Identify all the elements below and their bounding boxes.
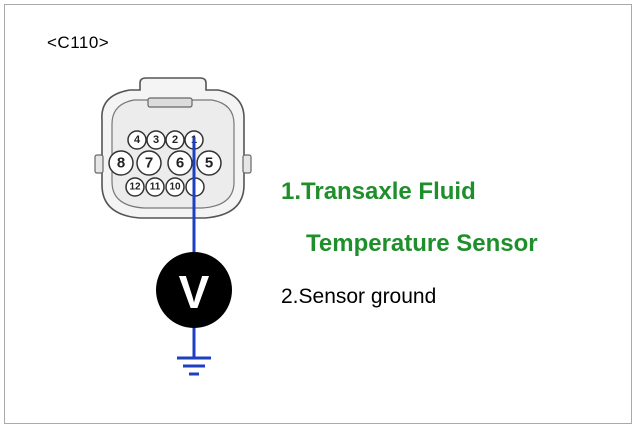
svg-text:12: 12 — [129, 182, 141, 193]
pin-row-bottom: 12 11 10 — [125, 177, 205, 197]
pin-3: 3 — [146, 130, 166, 150]
legend-item-1-line-1: 1.Transaxle Fluid — [281, 178, 476, 205]
pin-7: 7 — [136, 150, 162, 176]
pin-4: 4 — [127, 130, 147, 150]
connector-label: <C110> — [47, 33, 110, 52]
pin-6: 6 — [167, 150, 193, 176]
svg-text:V: V — [179, 266, 210, 318]
svg-text:8: 8 — [117, 155, 125, 172]
pin-8: 8 — [108, 150, 134, 176]
pin-10: 10 — [165, 177, 185, 197]
pin-11: 11 — [145, 177, 165, 197]
svg-text:11: 11 — [150, 182, 161, 193]
legend-item-2: 2.Sensor ground — [281, 285, 437, 308]
svg-text:4: 4 — [134, 134, 141, 146]
svg-text:6: 6 — [176, 155, 184, 172]
svg-text:5: 5 — [205, 155, 213, 172]
legend-item-1-line-2: Temperature Sensor — [306, 230, 538, 257]
pin-12: 12 — [125, 177, 145, 197]
svg-text:7: 7 — [145, 155, 153, 172]
svg-text:2: 2 — [172, 134, 178, 146]
pin-row-middle: 8 7 6 5 — [108, 150, 222, 176]
voltmeter-icon: V — [156, 252, 232, 328]
ground-symbol-icon — [177, 356, 211, 376]
pin-5: 5 — [196, 150, 222, 176]
svg-text:10: 10 — [169, 182, 181, 193]
diagram-frame — [4, 4, 632, 424]
svg-text:3: 3 — [153, 134, 159, 146]
pin-2: 2 — [165, 130, 185, 150]
